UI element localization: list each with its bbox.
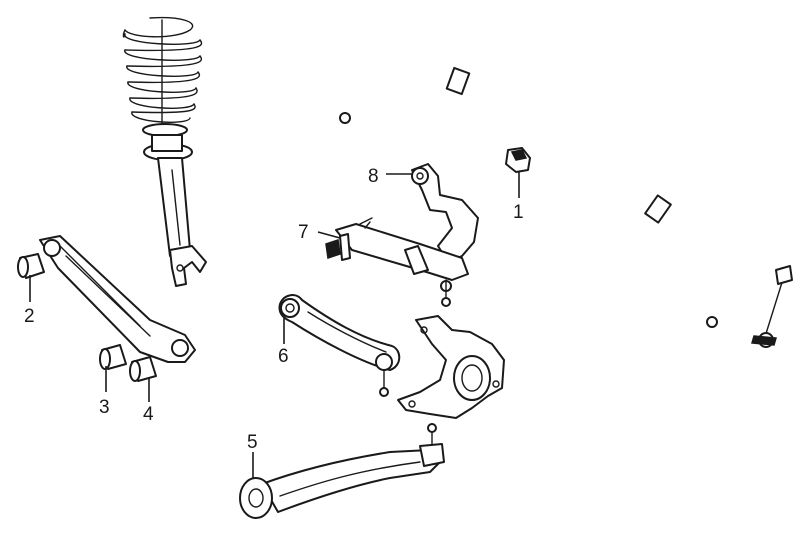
bushing-3 [99, 344, 127, 370]
stabilizer-bar [339, 66, 760, 328]
control-arm-6 [278, 294, 401, 397]
bushing-2 [17, 253, 45, 279]
callout-leaders [29, 172, 520, 478]
callout-6: 6 [278, 346, 289, 367]
lower-control-arm [39, 235, 196, 363]
bushing-4 [129, 356, 157, 382]
callout-1: 1 [513, 202, 524, 223]
callout-2: 2 [24, 306, 35, 327]
callout-4: 4 [143, 404, 154, 425]
upper-arm-7 [325, 217, 469, 307]
callout-7: 7 [298, 222, 309, 243]
stabilizer-bushing [505, 147, 531, 173]
callout-3: 3 [99, 397, 110, 418]
leader-7 [317, 231, 341, 239]
callout-8: 8 [368, 166, 379, 187]
stabilizer-link [751, 265, 793, 348]
steering-knuckle [397, 315, 505, 419]
upper-arm-8 [411, 163, 479, 263]
callout-labels: 1 2 3 4 5 6 7 8 [24, 166, 524, 453]
coil-spring-shock-absorber [122, 16, 207, 287]
callout-5: 5 [247, 432, 258, 453]
lower-arm-5 [239, 423, 445, 519]
